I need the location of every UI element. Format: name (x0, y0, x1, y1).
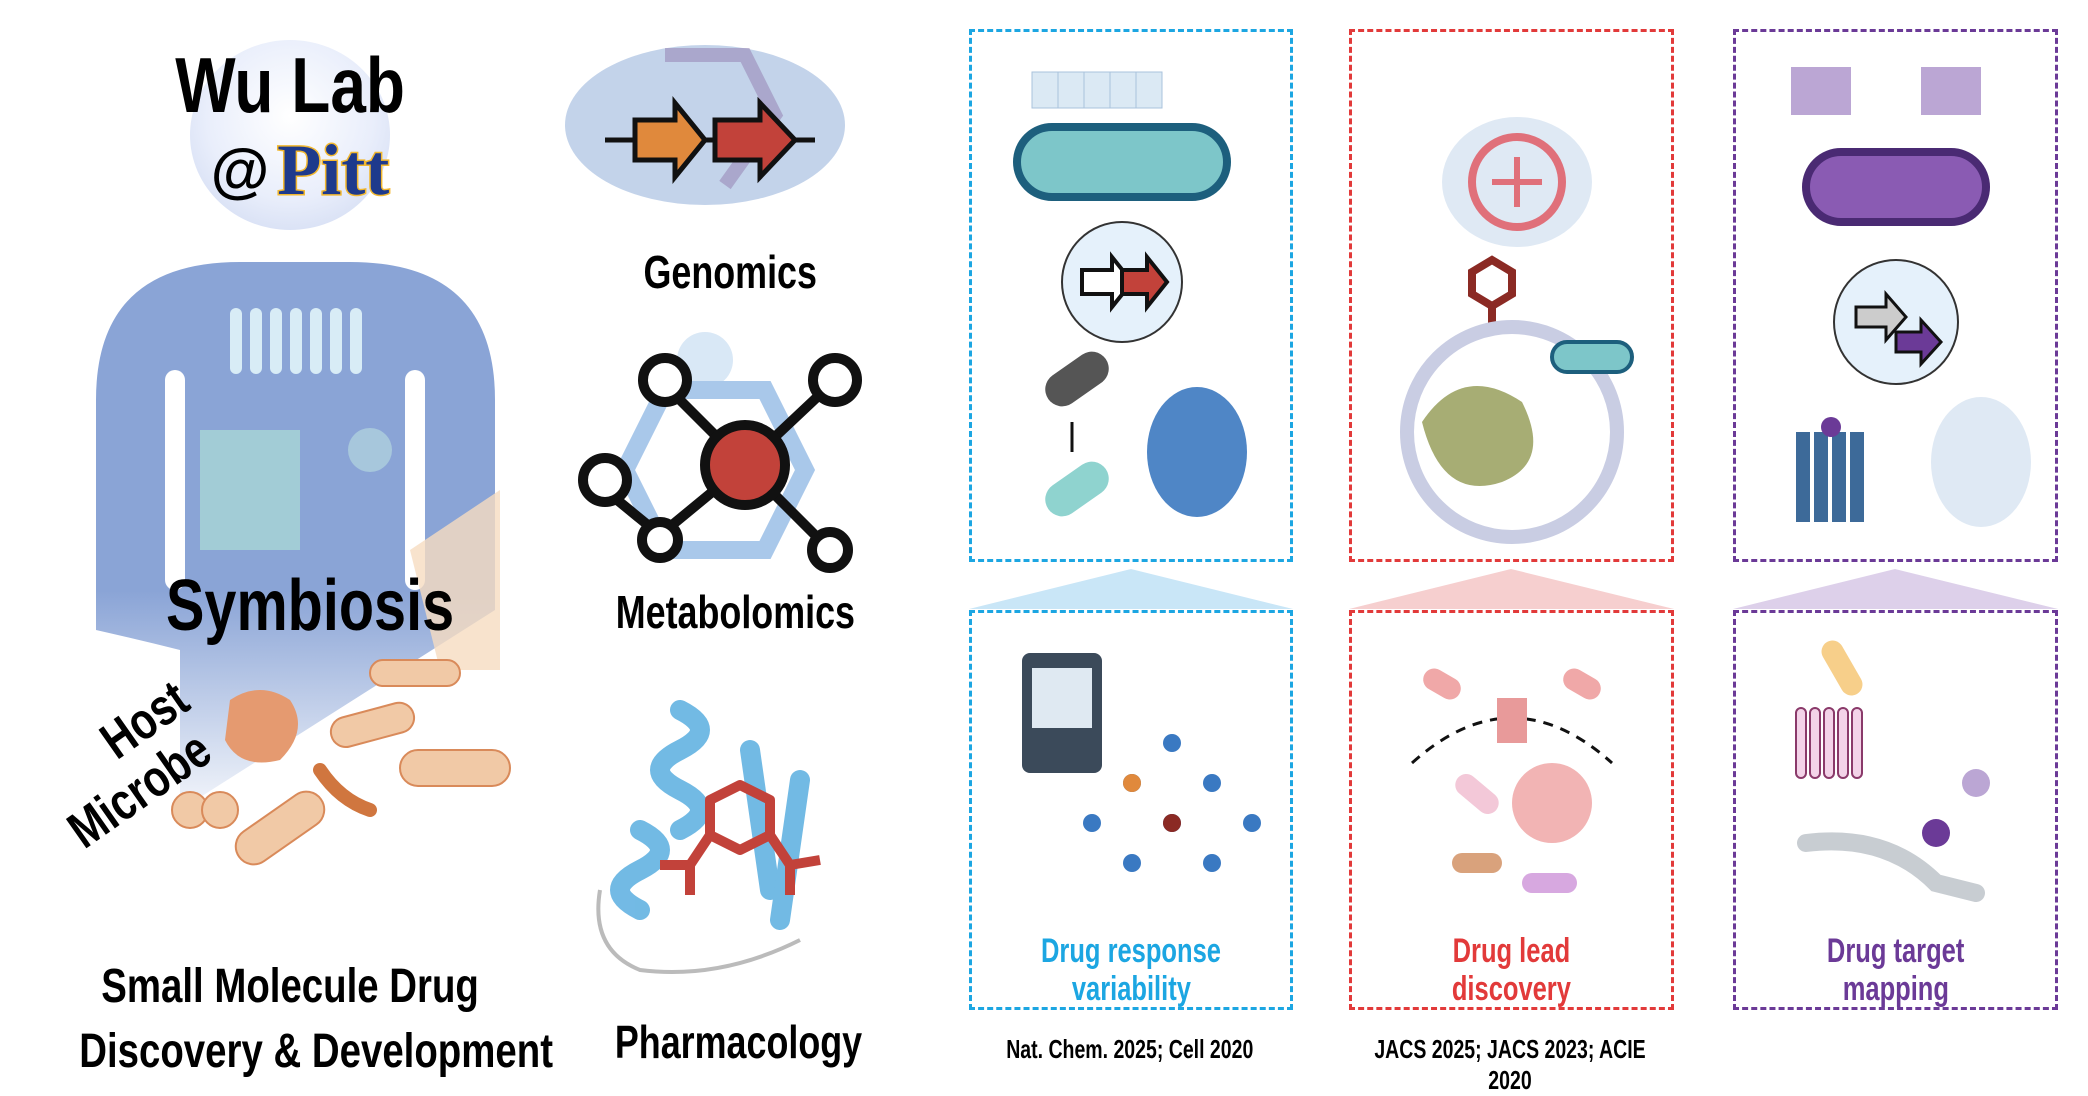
drug-discovery-label: Small Molecule Drug Discovery & Developm… (79, 960, 553, 1078)
symbiosis-label: Symbiosis (166, 566, 455, 646)
drug-lead-screening-illustration (1410, 668, 1614, 893)
drug-target-bottom-box (1733, 610, 2058, 1010)
drug-response-connector (969, 569, 1293, 609)
drug-lead-connector (1349, 569, 1674, 609)
lab-name: Wu Lab (175, 41, 405, 129)
target-mapping-illustration (1795, 640, 1990, 902)
genomics-illustration (565, 45, 845, 205)
drug-response-illustration (1013, 71, 1247, 517)
genomics-label: Genomics (643, 246, 817, 298)
institution-logo: @ Pitt (210, 128, 391, 211)
symbiosis-illustration (96, 262, 511, 866)
drug-lead-top-box (1349, 29, 1674, 562)
pharmacology-label: Pharmacology (614, 1016, 863, 1068)
drug-target-illustration (1791, 67, 2031, 527)
drug-response-bottom-box (969, 610, 1293, 1010)
drug-lead-citation: JACS 2025; JACS 2023; ACIE 2020 (1374, 1034, 1646, 1095)
drug-lead-bottom-box (1349, 610, 1674, 1010)
drug-response-citation: Nat. Chem. 2025; Cell 2020 (1006, 1034, 1254, 1064)
pharmacology-illustration (596, 700, 821, 974)
logo-circle (190, 40, 390, 230)
drug-target-citation (1733, 1034, 2058, 1065)
drug-target-top-box (1733, 29, 2058, 562)
metabolomics-illustration (578, 332, 862, 573)
patient-network-illustration (1022, 653, 1261, 872)
drug-target-connector (1733, 569, 2058, 609)
drug-response-top-box (969, 29, 1293, 562)
metabolomics-label: Metabolomics (615, 586, 855, 638)
drug-lead-illustration (1400, 117, 1634, 544)
